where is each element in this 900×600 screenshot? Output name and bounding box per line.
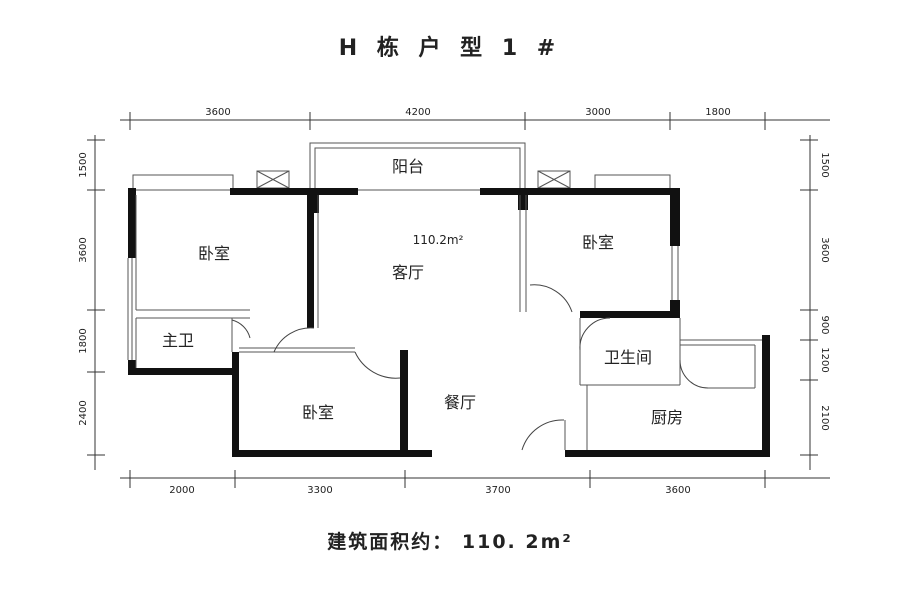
room-label-bathroom: 卫生间 (604, 348, 652, 367)
left-dim-2: 3600 (78, 237, 89, 262)
balcony-outline (309, 142, 526, 191)
right-dim-3: 900 (819, 315, 830, 334)
room-label-bedroom-s: 卧室 (302, 403, 334, 422)
room-label-dining: 餐厅 (444, 393, 476, 412)
bottom-dim-4: 3600 (665, 485, 690, 496)
inner-lines (127, 195, 762, 450)
left-dim-4: 2400 (78, 400, 89, 425)
bottom-dim-2: 3300 (307, 485, 332, 496)
room-label-kitchen: 厨房 (651, 408, 683, 427)
right-dim-2: 3600 (819, 237, 830, 262)
room-label-master-bath: 主卫 (162, 331, 194, 350)
room-label-bedroom-nw: 卧室 (198, 244, 230, 263)
bottom-dim-1: 2000 (169, 485, 194, 496)
ac-unit-right (537, 170, 571, 189)
top-dim-4: 1800 (705, 107, 730, 118)
room-label-balcony: 阳台 (392, 157, 424, 176)
room-label-bedroom-ne: 卧室 (582, 233, 614, 252)
bottom-dim-3: 3700 (485, 485, 510, 496)
doors (231, 284, 709, 451)
right-dim-1: 1500 (819, 152, 830, 177)
top-dim-2: 4200 (405, 107, 430, 118)
top-dimension-line: 3600 4200 3000 1800 (120, 107, 830, 130)
right-dim-4: 1200 (819, 347, 830, 372)
area-footer: 建筑面积约： 110. 2m² (327, 530, 572, 553)
left-dim-1: 1500 (78, 152, 89, 177)
right-dimension-line: 1500 3600 900 1200 2100 (800, 135, 830, 470)
ac-unit-left (256, 170, 290, 189)
left-dimension-line: 1500 3600 1800 2400 (78, 135, 105, 470)
walls (128, 188, 770, 457)
area-label: 110.2m² (413, 233, 464, 247)
room-label-living: 客厅 (392, 263, 424, 282)
bottom-dimension-line: 2000 3300 3700 3600 (120, 470, 830, 496)
top-dim-3: 3000 (585, 107, 610, 118)
bay-window-ne (594, 174, 671, 191)
bay-window-nw (132, 174, 234, 191)
left-dim-3: 1800 (78, 328, 89, 353)
top-dim-1: 3600 (205, 107, 230, 118)
right-dim-5: 2100 (819, 405, 830, 430)
plan-title: H 栋 户 型 1 # (339, 35, 561, 61)
